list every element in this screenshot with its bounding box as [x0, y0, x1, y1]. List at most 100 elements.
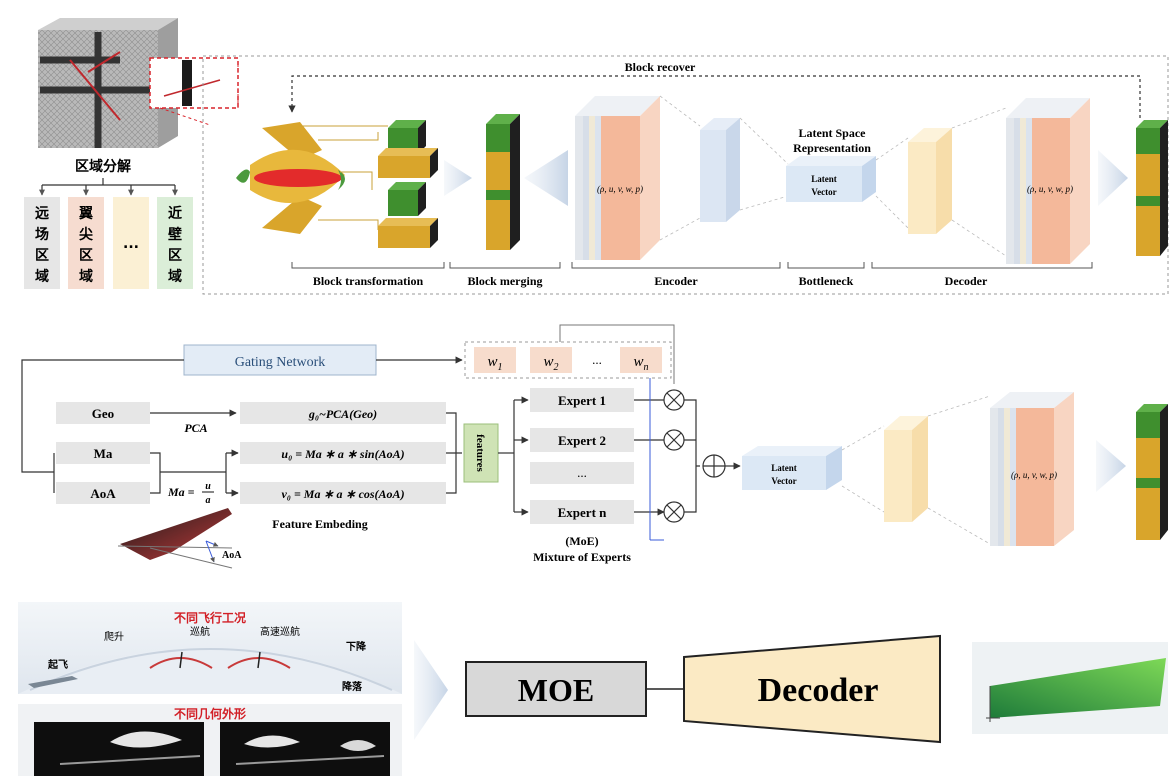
- encoder-slabs: (ρ, u, v, w, p): [575, 95, 789, 260]
- input-box-geo: [56, 402, 150, 424]
- latent-vector-top-line2: Vector: [811, 187, 836, 197]
- input-box-aoa: [56, 482, 150, 504]
- eq-geo: g₀~PCA(Geo): [308, 407, 377, 421]
- feature-embedding-label: Feature Embeding: [272, 517, 367, 531]
- merged-block: [486, 114, 520, 250]
- latent-vector-top: Latent Space Representation Latent Vecto…: [786, 126, 876, 202]
- decoder-mid-field-vars: (ρ, u, v, w, p): [1011, 470, 1057, 480]
- eq-box-v: [240, 482, 446, 504]
- input-box-ma: [56, 442, 150, 464]
- weight-box-2: [530, 347, 572, 373]
- weight-label-ellipsis: ...: [592, 352, 602, 367]
- flight-conditions-panel: 不同飞行工况 起飞 爬升 巡航 高速巡航 下降 降落: [18, 602, 402, 694]
- geometry-panel: 不同几何外形: [18, 704, 402, 776]
- decoder-slabs-mid: (ρ, u, v, w, p): [841, 392, 1074, 546]
- flight-phase-descent: 下降: [346, 640, 367, 653]
- decoder-trapezoid: [683, 634, 941, 744]
- top-section: 区域分解 远场区域 翼尖区域 ... 近壁区域 Block recover: [24, 18, 1169, 295]
- input-aoa: AoA: [90, 486, 116, 501]
- latent-vector-top-line1: Latent: [811, 174, 837, 184]
- flight-phase-takeoff: 起飞: [47, 658, 68, 671]
- pipeline-frame: [202, 55, 1169, 295]
- geometry-title: 不同几何外形: [174, 706, 246, 721]
- weight-label-n: wn: [633, 354, 648, 373]
- ma-equation-num: u: [205, 481, 211, 492]
- region-label-3: ...: [123, 236, 139, 252]
- region-label-4: 近壁区域: [168, 205, 182, 285]
- arrow-to-output-top: [1098, 150, 1128, 206]
- arrow-to-moe: [414, 640, 448, 740]
- moe-box: [465, 661, 647, 717]
- expert-box-n: [530, 500, 634, 524]
- stage-brackets: [291, 262, 1093, 269]
- region-label-1: 远场区域: [35, 206, 49, 285]
- pca-label: PCA: [184, 421, 207, 435]
- wing-aoa-figure: AoA: [117, 508, 242, 569]
- moe-label-2: Mixture of Experts: [533, 550, 631, 564]
- expert-box-ellipsis: [530, 462, 634, 484]
- output-block-top: [1136, 120, 1168, 256]
- stage-label-block-transformation: Block transformation: [313, 274, 424, 288]
- latent-space-label-2: Representation: [793, 141, 871, 155]
- decoder-slabs-top: (ρ, u, v, w, p): [875, 98, 1090, 264]
- flight-title: 不同飞行工况: [174, 610, 246, 625]
- gating-network-label: Gating Network: [235, 355, 326, 370]
- region-box-1: [24, 197, 60, 289]
- region-box-3: [113, 197, 149, 289]
- expert-box-1: [530, 388, 634, 412]
- weight-box-n: [620, 347, 662, 373]
- block-recover-arrow: Block recover: [288, 60, 1141, 118]
- expert-2: Expert 2: [558, 433, 606, 448]
- bottom-section: 不同飞行工况 起飞 爬升 巡航 高速巡航 下降 降落 不同几何外形 MOE: [18, 602, 1168, 776]
- middle-section: Gating Network w1 w2 ... wn Geo Ma AoA P…: [21, 324, 1168, 569]
- moe-box-label: MOE: [518, 672, 594, 708]
- flight-phase-high-speed-cruise: 高速巡航: [260, 625, 300, 638]
- expert-n: Expert n: [558, 505, 608, 520]
- airfoil-block-figure: [236, 120, 438, 248]
- expert-ellipsis: ...: [577, 465, 587, 480]
- eq-box-geo: [240, 402, 446, 424]
- input-geo: Geo: [92, 406, 114, 421]
- eq-box-u: [240, 442, 446, 464]
- arrow-to-merging: [444, 160, 472, 196]
- stage-label-block-merging: Block merging: [468, 274, 543, 288]
- latent-vector-mid-line2: Vector: [771, 476, 796, 486]
- features-label: features: [474, 434, 486, 472]
- ma-equation-den: a: [206, 495, 211, 506]
- output-surface-figure: [972, 642, 1168, 734]
- stage-label-decoder: Decoder: [945, 274, 988, 288]
- multiplier-nodes: [634, 378, 741, 541]
- weight-box-1: [474, 347, 516, 373]
- flight-phase-cruise: 巡航: [190, 625, 210, 638]
- mesh-cube: [38, 18, 239, 148]
- region-tree: [39, 178, 178, 196]
- output-block-mid: [1136, 404, 1168, 540]
- moe-label-1: (MoE): [565, 534, 598, 548]
- gating-network-box: [183, 344, 377, 376]
- weights-frame: [464, 341, 672, 379]
- features-box: [463, 423, 499, 483]
- expert-box-2: [530, 428, 634, 452]
- region-box-2: [68, 197, 104, 289]
- region-box-4: [157, 197, 193, 289]
- region-label-2: 翼尖区域: [78, 206, 93, 285]
- arrow-to-output-mid: [1096, 440, 1126, 492]
- region-title: 区域分解: [75, 158, 131, 175]
- encoder-field-vars: (ρ, u, v, w, p): [597, 184, 643, 194]
- ma-equation-left: Ma =: [167, 485, 195, 499]
- latent-vector-mid-line1: Latent: [771, 463, 797, 473]
- eq-u: u₀ = Ma ∗ a ∗ sin(AoA): [281, 447, 404, 461]
- flight-phase-landing: 降落: [342, 680, 363, 693]
- weight-label-2: w2: [543, 354, 558, 373]
- transformed-blocks: [378, 120, 438, 248]
- decoder-field-vars: (ρ, u, v, w, p): [1027, 184, 1073, 194]
- weight-label-1: w1: [487, 354, 502, 373]
- region-boxes: 远场区域 翼尖区域 ... 近壁区域: [24, 197, 193, 289]
- latent-vector-mid: Latent Vector: [742, 446, 842, 490]
- expert-1: Expert 1: [558, 393, 606, 408]
- flight-phase-climb: 爬升: [104, 631, 124, 643]
- decoder-box-label: Decoder: [758, 672, 879, 709]
- stage-label-encoder: Encoder: [654, 274, 698, 288]
- latent-space-label-1: Latent Space: [799, 126, 867, 140]
